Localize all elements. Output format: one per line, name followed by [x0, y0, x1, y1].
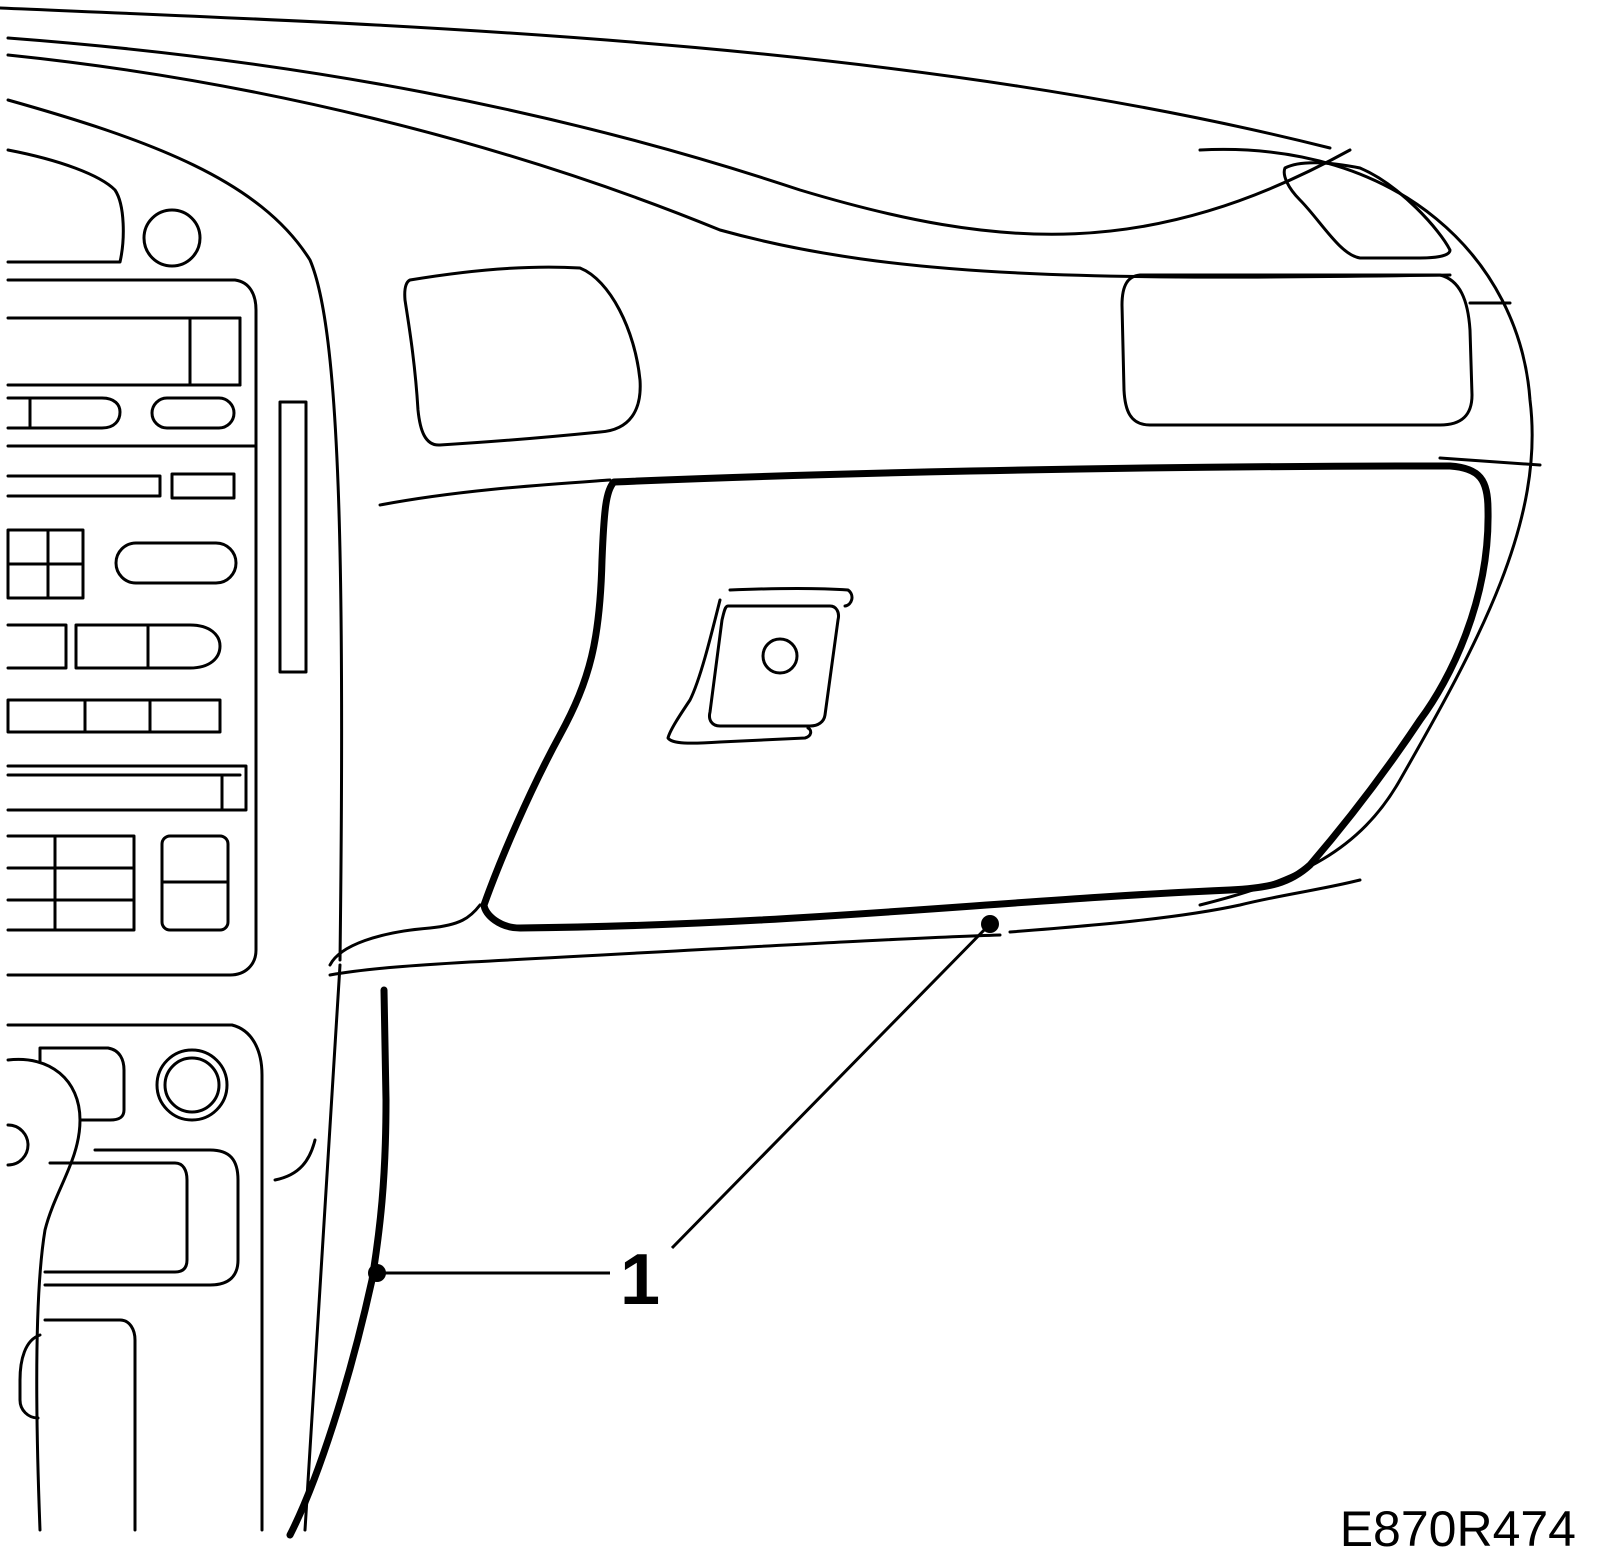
center-console-panel — [6, 98, 344, 977]
callout-anchor-dot-right — [981, 915, 999, 933]
kick-panel-trim-edge — [286, 986, 390, 1539]
callout-anchor-dot-left — [368, 1264, 386, 1282]
passenger-lower-panel — [328, 878, 1362, 977]
right-air-vent — [1120, 273, 1512, 427]
defrost-vent — [1282, 161, 1452, 260]
callout-leader-right — [670, 922, 992, 1250]
callout-number: 1 — [620, 1240, 660, 1320]
figure-code: E870R474 — [1340, 1501, 1576, 1556]
left-air-vent — [403, 265, 642, 447]
dashboard-top-outline — [0, 6, 1542, 907]
glovebox-latch — [666, 587, 854, 745]
glovebox-lid — [480, 462, 1492, 932]
callout-1: 1 — [368, 915, 999, 1320]
lower-console — [6, 963, 342, 1532]
